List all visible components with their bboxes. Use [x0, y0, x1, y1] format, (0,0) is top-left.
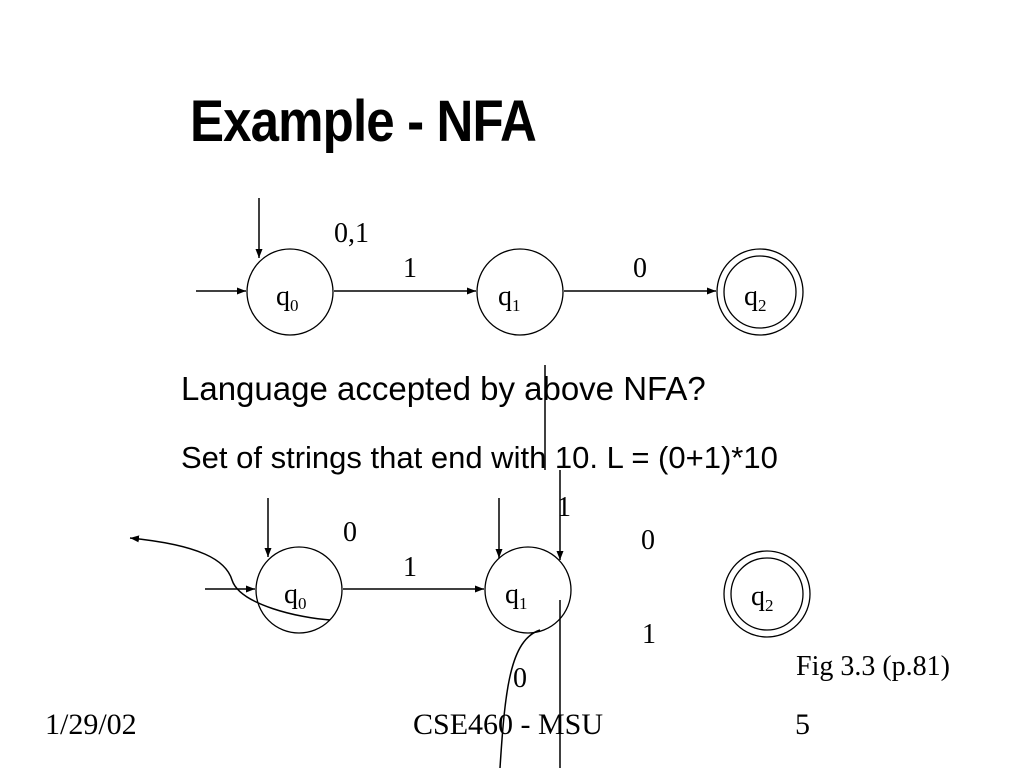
slide-title: Example - NFA [190, 89, 537, 154]
figure-caption: Fig 3.3 (p.81) [796, 651, 950, 682]
top-nfa: q0 q1 q2 0,1 1 0 [196, 198, 804, 336]
top-loop-label: 0,1 [334, 218, 369, 249]
bottom-nfa: q0 q1 q2 0 1 1 0 1 0 [129, 365, 811, 768]
bottom-label-c: 1 [557, 492, 571, 523]
top-state-label-q2: q2 [744, 281, 767, 315]
question-text: Language accepted by above NFA? [181, 370, 706, 407]
footer-date: 1/29/02 [45, 708, 137, 741]
top-state-q2-outer [716, 248, 804, 336]
top-state-q2-inner [723, 255, 797, 329]
bottom-state-label-q1: q1 [505, 579, 528, 613]
bottom-state-q2-inner [730, 557, 804, 631]
top-edge-label-1: 1 [403, 253, 417, 284]
answer-text: Set of strings that end with 10. L = (0+… [181, 440, 778, 475]
top-state-label-q0: q0 [276, 281, 299, 315]
bottom-label-d: 0 [641, 525, 655, 556]
top-state-q0 [246, 248, 334, 336]
bottom-curve-left [129, 535, 331, 621]
bottom-curve-down [499, 629, 541, 768]
bottom-state-q0 [255, 546, 343, 634]
bottom-label-e: 1 [642, 619, 656, 650]
bottom-label-a: 0 [343, 517, 357, 548]
bottom-state-label-q2: q2 [751, 581, 774, 615]
bottom-label-f: 0 [513, 663, 527, 694]
footer-course: CSE460 - MSU [413, 708, 604, 741]
bottom-state-q1 [484, 546, 572, 634]
top-state-label-q1: q1 [498, 281, 521, 315]
bottom-label-b: 1 [403, 552, 417, 583]
bottom-state-q2-outer [723, 550, 811, 638]
top-edge-label-2: 0 [633, 253, 647, 284]
bottom-state-label-q0: q0 [284, 579, 307, 613]
footer-page-number: 5 [795, 708, 810, 741]
top-state-q1 [476, 248, 564, 336]
